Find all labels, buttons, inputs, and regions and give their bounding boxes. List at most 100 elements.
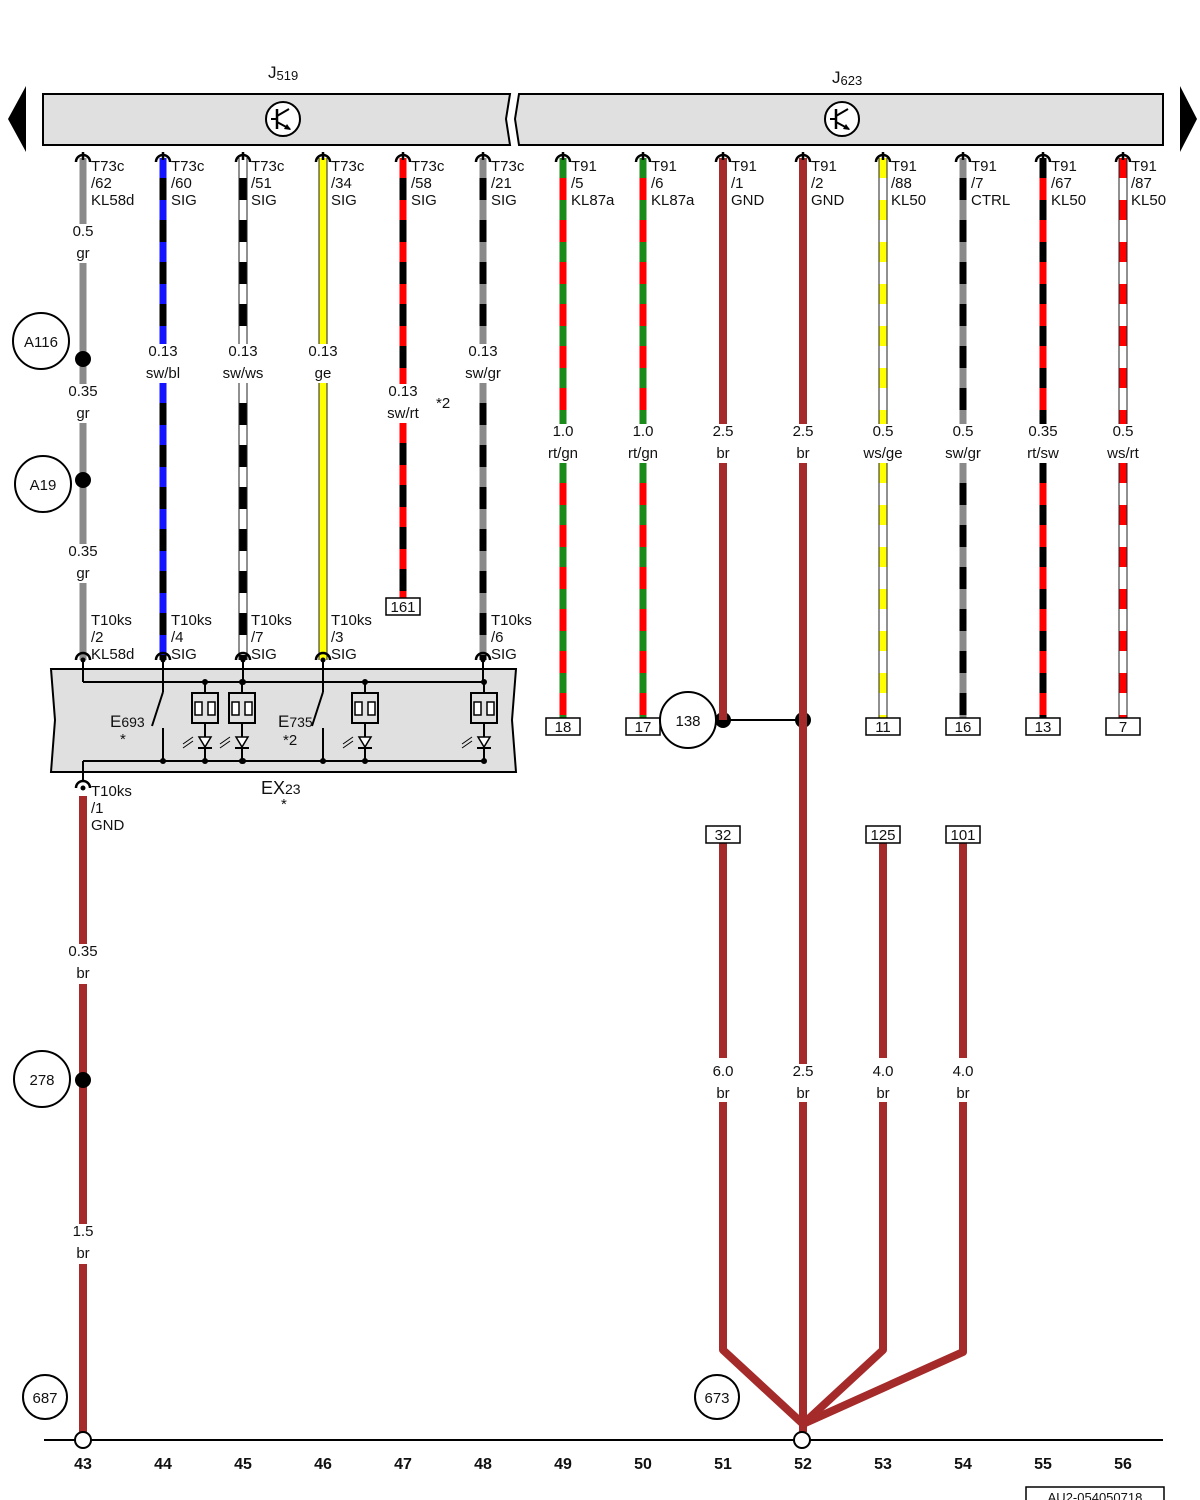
- footer-code: AU2-054050718: [1025, 1486, 1165, 1500]
- led-lamp-icon: [342, 679, 379, 764]
- connector-signal: KL58d: [91, 646, 134, 663]
- connector-name: T73c: [411, 158, 445, 175]
- prev-page-arrow-icon: [8, 86, 26, 152]
- connector-name: T73c: [331, 158, 365, 175]
- ref-box-17: 17: [625, 717, 661, 736]
- connector-pin: /7: [971, 175, 984, 192]
- wire-gauge: 2.5: [713, 423, 734, 440]
- ref-circle-A116: A116: [12, 312, 70, 370]
- column-number: 53: [874, 1456, 892, 1473]
- column-number: 55: [1034, 1456, 1052, 1473]
- ref-circle-label: 673: [704, 1390, 729, 1407]
- ref-box-label: 13: [1035, 719, 1052, 736]
- ref-box-11: 11: [865, 717, 901, 736]
- connector-signal: KL50: [1131, 192, 1166, 209]
- connector-symbol: [954, 152, 972, 163]
- ref-box-161: 161: [385, 597, 421, 616]
- ex23-sub: 23: [285, 781, 301, 797]
- ground-wire-51: [719, 1102, 806, 1427]
- connector-symbol: [74, 152, 92, 163]
- wire-gauge: 4.0: [953, 1063, 974, 1080]
- wire-gauge: 0.13: [148, 343, 177, 360]
- ref-box-label: 161: [390, 599, 415, 616]
- ref-circle-278: 278: [13, 1050, 71, 1108]
- wire-color: br: [956, 1085, 969, 1102]
- wire-color: rt/gn: [628, 445, 658, 462]
- control-unit-j519: J519: [42, 63, 512, 146]
- junction-dot: [240, 679, 246, 685]
- connector-pin: /4: [171, 629, 184, 646]
- connector-symbol: [474, 152, 492, 163]
- transistor-icon: [265, 101, 301, 137]
- column-number: 45: [234, 1456, 252, 1473]
- connector-signal: KL87a: [571, 192, 615, 209]
- wire-gauge: 2.5: [793, 1063, 814, 1080]
- column-number: 46: [314, 1456, 332, 1473]
- connector-symbol: [74, 651, 92, 663]
- connector-symbol: [154, 152, 172, 163]
- connector-name: T91: [1131, 158, 1157, 175]
- wire-color: gr: [76, 405, 89, 422]
- e693-note: *: [120, 731, 126, 748]
- svg-text:J519: J519: [268, 63, 298, 83]
- connector-symbol: [314, 651, 332, 663]
- ground-point-52: [793, 1431, 811, 1449]
- connector-name: T10ks: [171, 612, 212, 629]
- ref-circle-673: 673: [694, 1374, 740, 1420]
- connector-signal: SIG: [171, 192, 197, 209]
- column-number: 44: [154, 1456, 172, 1473]
- column-number: 52: [794, 1456, 812, 1473]
- connector-symbol: [634, 152, 652, 163]
- ref-box-13: 13: [1025, 717, 1061, 736]
- connector-symbol: [1034, 152, 1052, 163]
- e735-note: *2: [283, 732, 297, 749]
- wire-gauge: 0.13: [308, 343, 337, 360]
- wire-color: rt/sw: [1027, 445, 1059, 462]
- wire-color: br: [76, 1245, 89, 1262]
- switch-e693: [151, 660, 164, 761]
- connector-signal: GND: [811, 192, 845, 209]
- led-lamp-icon: [461, 679, 498, 764]
- ref-circle-138: 138: [659, 691, 717, 749]
- footer-code-text: AU2-054050718: [1048, 1490, 1143, 1500]
- ref-box-7: 7: [1105, 717, 1141, 736]
- wire-gauge: 1.0: [633, 423, 654, 440]
- wire-color: br: [716, 1085, 729, 1102]
- connector-signal: SIG: [331, 646, 357, 663]
- wire-color: sw/bl: [146, 365, 180, 382]
- junction-dot: [160, 758, 166, 764]
- transistor-icon: [824, 101, 860, 137]
- wire-color: br: [876, 1085, 889, 1102]
- connector-signal: KL50: [1051, 192, 1086, 209]
- wire-color: sw/gr: [945, 445, 981, 462]
- led-lamps: [160, 679, 498, 764]
- connector-pin: /58: [411, 175, 432, 192]
- component-ex23: E693 * E735 *2 EX23 *: [49, 660, 518, 813]
- ref-box-label: 18: [555, 719, 572, 736]
- e735-sub: 735: [289, 714, 313, 730]
- ex23-asterisk: *: [281, 796, 287, 813]
- wire-color: sw/rt: [387, 405, 419, 422]
- connector-pin: /1: [91, 800, 104, 817]
- connector-symbol: [794, 152, 812, 163]
- connector-signal: SIG: [171, 646, 197, 663]
- wire-labels: 0.5gr0.35gr0.35grT73c/62KL58d0.13sw/blT7…: [68, 158, 1166, 1262]
- connector-pin: /51: [251, 175, 272, 192]
- column-number: 56: [1114, 1456, 1132, 1473]
- ref-box-label: 125: [870, 827, 895, 844]
- connector-signal: SIG: [331, 192, 357, 209]
- ref-circle-label: 687: [32, 1390, 57, 1407]
- junction-dot: [320, 758, 326, 764]
- wire-color: gr: [76, 245, 89, 262]
- wire-gauge: 4.0: [873, 1063, 894, 1080]
- wire-color: ws/ge: [862, 445, 902, 462]
- wire-gauge: 0.13: [388, 383, 417, 400]
- connector-name: T91: [1051, 158, 1077, 175]
- connector-symbol: [234, 651, 252, 663]
- wire-color: br: [796, 445, 809, 462]
- column-number: 47: [394, 1456, 412, 1473]
- wire-gauge: 0.5: [73, 223, 94, 240]
- wire-gauge: 2.5: [793, 423, 814, 440]
- wire-color: br: [796, 1085, 809, 1102]
- wire-color: br: [716, 445, 729, 462]
